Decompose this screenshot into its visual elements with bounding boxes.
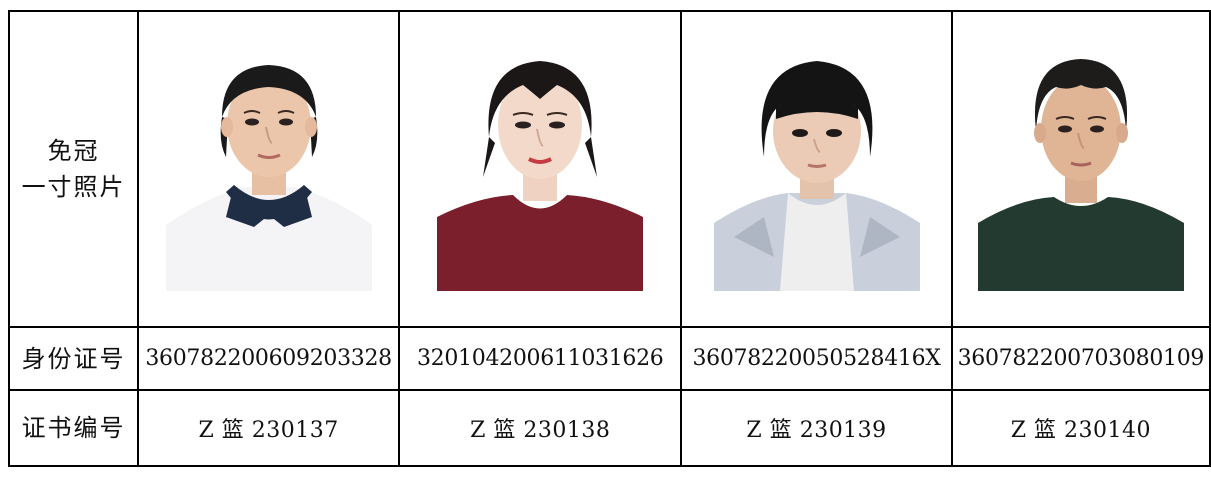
id-number-cell-2: 320104200611031626: [398, 326, 683, 391]
id-photo-3: [713, 47, 920, 291]
id-number-value-1: 360782200609203328: [145, 346, 392, 371]
cert-number-cell-3: Z 篮 230139: [680, 389, 953, 467]
photo-label-line-2: 一寸照片: [21, 173, 126, 201]
id-number-cell-1: 360782200609203328: [137, 326, 401, 391]
player-photo-table: 免冠 一寸照片: [7, 10, 1211, 467]
cert-number-cell-4: Z 篮 230140: [950, 389, 1211, 467]
photo-cell-4: [950, 10, 1211, 328]
id-number-label-cell: 身份证号: [7, 326, 140, 391]
id-number-value-4: 360782200703080109: [957, 346, 1205, 371]
cert-number-value-2: Z 篮 230138: [470, 418, 611, 443]
page-crop-edge: [0, 476, 1211, 479]
id-number-label: 身份证号: [21, 344, 126, 373]
photo-row: 免冠 一寸照片: [7, 10, 1211, 328]
id-number-cell-3: 36078220050528416X: [680, 326, 953, 391]
id-number-cell-4: 360782200703080109: [950, 326, 1211, 391]
cert-number-row: 证书编号 Z 篮 230137 Z 篮 230138 Z 篮 230139 Z …: [7, 389, 1211, 467]
cert-number-cell-2: Z 篮 230138: [398, 389, 683, 467]
cert-number-label-cell: 证书编号: [7, 389, 140, 467]
cert-number-value-4: Z 篮 230140: [1010, 418, 1151, 443]
photo-label-line-1: 免冠: [47, 137, 100, 165]
cert-number-value-1: Z 篮 230137: [198, 418, 339, 443]
id-number-value-2: 320104200611031626: [416, 346, 664, 371]
cert-number-value-3: Z 篮 230139: [746, 418, 887, 443]
id-photo-1: [165, 47, 372, 291]
photo-cell-2: [398, 10, 683, 328]
cert-number-cell-1: Z 篮 230137: [137, 389, 401, 467]
photo-label: 免冠 一寸照片: [11, 133, 136, 205]
id-photo-4: [977, 47, 1184, 291]
id-number-value-3: 36078220050528416X: [692, 346, 941, 371]
photo-cell-3: [680, 10, 953, 328]
id-number-row: 身份证号 360782200609203328 3201042006110316…: [7, 326, 1211, 391]
cert-number-label: 证书编号: [21, 414, 126, 442]
photo-cell-1: [137, 10, 401, 328]
photo-label-cell: 免冠 一寸照片: [7, 10, 140, 328]
id-photo-2: [437, 47, 644, 291]
